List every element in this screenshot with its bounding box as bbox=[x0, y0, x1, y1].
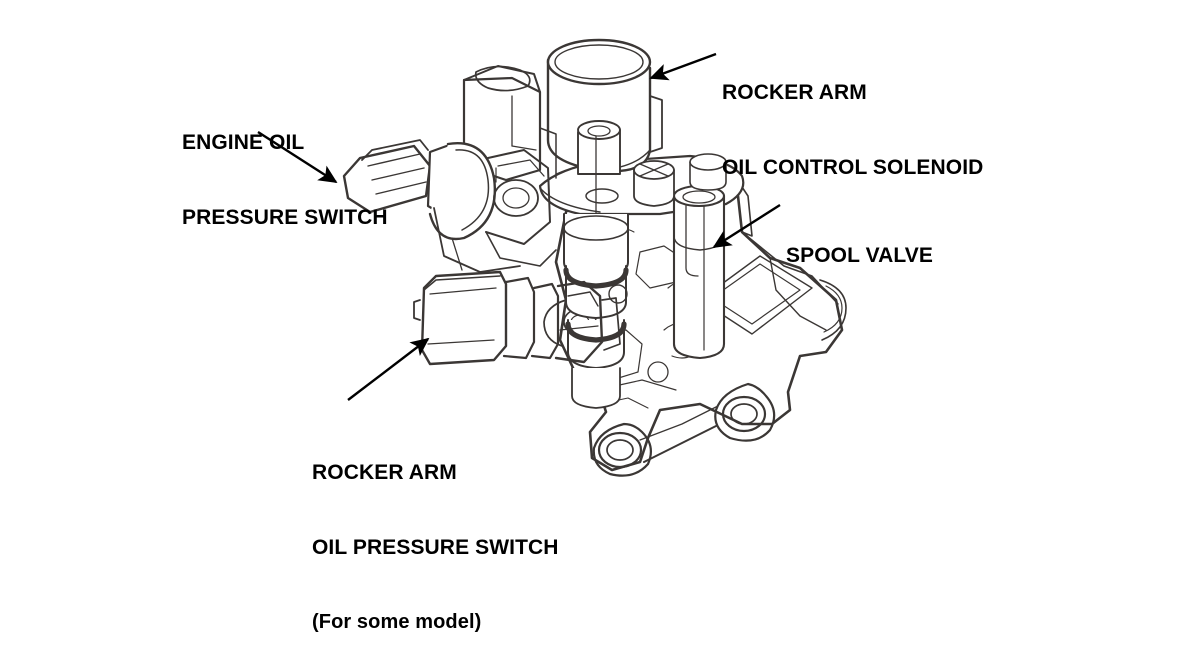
spool-valve-stack bbox=[563, 213, 629, 409]
spool-valve bbox=[672, 184, 726, 360]
callout-line-2: PRESSURE SWITCH bbox=[182, 206, 388, 229]
technical-diagram bbox=[257, 38, 847, 477]
solenoid-stud bbox=[577, 120, 621, 283]
callout-rocker-arm-oil-control-solenoid: ROCKER ARM OIL CONTROL SOLENOID bbox=[722, 30, 983, 205]
callout-rocker-arm-oil-pressure-switch: ROCKER ARM OIL PRESSURE SWITCH (For some… bbox=[312, 410, 559, 660]
assembly-drawing bbox=[342, 38, 847, 477]
callout-line-1: SPOOL VALVE bbox=[786, 244, 933, 267]
callout-line-2: OIL PRESSURE SWITCH bbox=[312, 536, 559, 559]
leader-rocker-arm-oil-control-solenoid bbox=[649, 52, 717, 81]
solenoid-body bbox=[546, 38, 663, 173]
leader-spool-valve bbox=[712, 203, 781, 249]
callout-line-3: (For some model) bbox=[312, 611, 482, 633]
callout-leaders bbox=[257, 52, 781, 401]
callout-line-2: OIL CONTROL SOLENOID bbox=[722, 156, 984, 179]
callout-engine-oil-pressure-switch: ENGINE OIL PRESSURE SWITCH bbox=[182, 80, 388, 255]
callout-line-1: ENGINE OIL bbox=[182, 131, 305, 154]
rocker-arm-oil-pressure-switch bbox=[413, 270, 621, 366]
callout-line-1: ROCKER ARM bbox=[312, 461, 457, 484]
leader-engine-oil-pressure-switch bbox=[257, 130, 338, 184]
callout-line-1: ROCKER ARM bbox=[722, 81, 867, 104]
flange-bosses bbox=[633, 153, 727, 207]
leader-rocker-arm-oil-pressure-switch bbox=[347, 337, 430, 401]
callout-spool-valve: SPOOL VALVE bbox=[786, 193, 933, 293]
engine-oil-pressure-switch bbox=[342, 139, 557, 273]
